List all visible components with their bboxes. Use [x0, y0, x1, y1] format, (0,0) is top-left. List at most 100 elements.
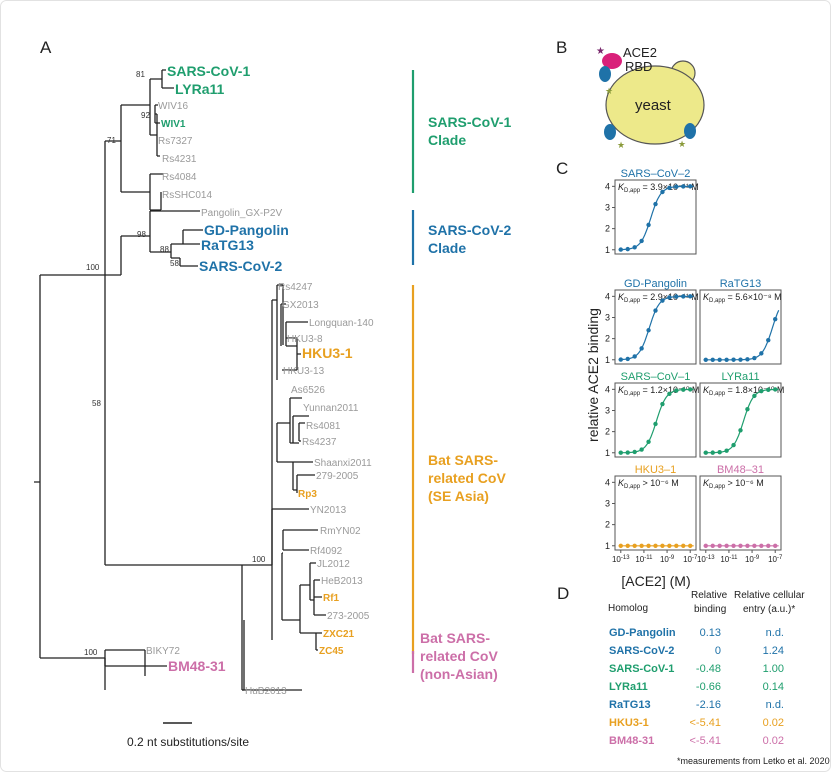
scale-bar-label: 0.2 nt substitutions/site [127, 735, 249, 749]
y-tick-label: 1 [605, 448, 610, 458]
data-point [773, 387, 778, 392]
data-point [766, 543, 771, 548]
tree-branch-81 [149, 78, 162, 136]
row-homolog: HKU3-1 [609, 717, 649, 729]
data-point [703, 450, 708, 455]
leaf-wiv1: WIV1 [161, 119, 186, 130]
row-entry: 0.02 [763, 735, 784, 747]
bootstrap-92: 92 [141, 111, 150, 120]
bootstrap-88: 88 [160, 245, 169, 254]
tree-branch-jl [282, 584, 310, 633]
data-point [667, 543, 672, 548]
data-point [703, 543, 708, 548]
leaf-gd-pangolin: GD-Pangolin [204, 222, 289, 238]
tree-branch-shaanxi [277, 461, 313, 491]
kd-annotation: KD,app = 1.2×10⁻¹⁰ M [618, 385, 699, 397]
row-homolog: GD-Pangolin [609, 627, 676, 639]
data-point [653, 308, 658, 313]
leaf-sarscov1: SARS-CoV-1 [167, 63, 250, 79]
data-point [667, 391, 672, 397]
leaf-rp3: Rp3 [298, 489, 317, 500]
data-point [688, 387, 693, 392]
x-tick-label: 10-9 [660, 555, 675, 564]
tree-branch-longquan [285, 321, 308, 347]
data-point [653, 543, 658, 548]
clade-label-non-asian-line3: (non-Asian) [420, 666, 498, 682]
y-tick-label: 1 [605, 541, 610, 551]
data-point [681, 387, 686, 392]
panel-label-b: B [556, 38, 567, 57]
tree-branch-hku-sub [281, 284, 284, 345]
row-binding: -0.48 [696, 663, 721, 675]
clade-label-non-asian-line2: related CoV [420, 648, 498, 664]
tree-branch-wiv [154, 104, 160, 124]
data-point [766, 337, 771, 343]
plot-frame [614, 382, 697, 458]
data-point [646, 222, 651, 228]
leaf-hku3-8: HKU3-8 [287, 334, 323, 345]
y-tick-label: 2 [605, 520, 610, 530]
leaf-rs4247: Rs4247 [278, 282, 313, 293]
plot-title: GD-Pangolin [624, 278, 687, 290]
panel-label-d: D [557, 584, 569, 603]
row-binding: 0 [715, 645, 721, 657]
data-point [660, 298, 665, 303]
data-point [710, 450, 715, 455]
data-point [681, 294, 686, 299]
tree-branch-71 [120, 104, 150, 193]
rbd-label: RBD [625, 59, 652, 74]
header-homolog: Homolog [608, 603, 648, 614]
leaf-rs4237: Rs4237 [302, 437, 337, 448]
rbd-star-2: ★ [617, 140, 625, 150]
yeast-label: yeast [635, 97, 672, 114]
leaf-as6526: As6526 [291, 385, 325, 396]
data-point [674, 388, 679, 393]
data-point [759, 388, 764, 394]
data-point [688, 543, 693, 548]
data-point [625, 356, 630, 362]
clade-label-non-asian-line1: Bat SARS- [420, 630, 490, 646]
tree-branch-rs-cluster [149, 173, 163, 211]
plot-title: SARS–CoV–1 [621, 371, 691, 383]
leaf-rs7327: Rs7327 [158, 136, 193, 147]
x-tick-label: 10-11 [720, 555, 738, 564]
kd-annotation: KD,app > 10⁻⁶ M [618, 478, 679, 490]
kd-annotation: KD,app > 10⁻⁶ M [703, 478, 764, 490]
leaf-rmyn02: RmYN02 [320, 526, 361, 537]
phylogenetic-tree [34, 69, 326, 691]
leaf-rsshc014: RsSHC014 [162, 190, 212, 201]
plot-title: HKU3–1 [635, 464, 677, 476]
tree-branch-yunnan [289, 397, 302, 444]
data-point [710, 543, 715, 548]
leaf-hub2013: HuB2013 [245, 686, 287, 697]
clade-label-sarscov1-line1: SARS-CoV-1 [428, 114, 511, 130]
x-tick-label: 10-13 [612, 555, 630, 564]
ace2-label: ACE2 [623, 45, 657, 60]
data-point [688, 294, 693, 299]
y-tick-label: 4 [605, 477, 610, 487]
header-binding-1: Relative [691, 590, 728, 601]
data-point [688, 184, 693, 189]
data-point [731, 442, 736, 448]
tree-root-branches [34, 274, 105, 659]
data-point [752, 355, 757, 361]
leaf-longquan: Longquan-140 [309, 318, 374, 329]
clade-label-se-asia-line1: Bat SARS- [428, 452, 498, 468]
bootstrap-58a: 58 [170, 259, 179, 268]
leaf-sarscov2: SARS-CoV-2 [199, 258, 282, 274]
data-point [745, 543, 750, 548]
data-point [766, 387, 771, 392]
data-point [639, 447, 644, 452]
plot-frame [614, 179, 697, 255]
row-entry: n.d. [766, 699, 784, 711]
clade-label-sarscov1-line2: Clade [428, 132, 466, 148]
data-point [752, 543, 757, 548]
tree-branch-heb [309, 562, 316, 601]
panel-label-c: C [556, 159, 568, 178]
leaf-wiv16: WIV16 [158, 101, 188, 112]
row-binding: <-5.41 [690, 717, 722, 729]
row-homolog: RaTG13 [609, 699, 651, 711]
data-point [717, 450, 722, 455]
panel-label-a: A [40, 38, 52, 57]
leaf-hku3-13: HKU3-13 [283, 366, 325, 377]
